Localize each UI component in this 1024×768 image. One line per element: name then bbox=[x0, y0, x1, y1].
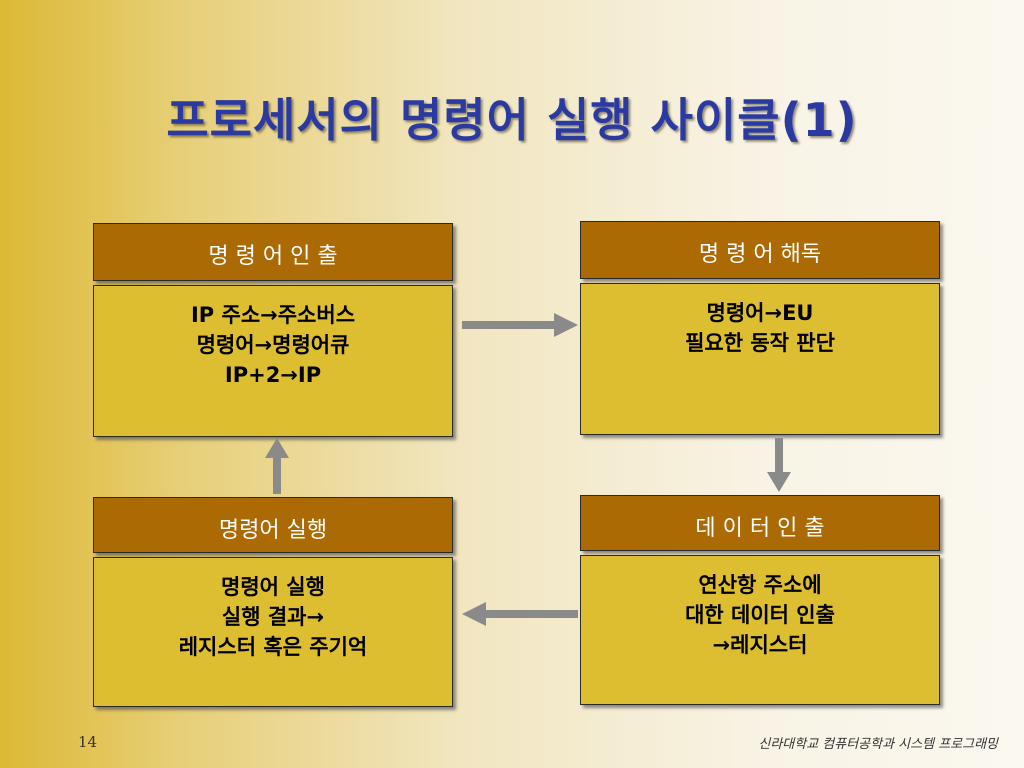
arrow-right-icon bbox=[462, 313, 578, 337]
arrow-down-icon bbox=[767, 438, 791, 492]
step-body: IP 주소→주소버스 명령어→명령어큐 IP+2→IP bbox=[93, 285, 453, 437]
step-body: 명령어→EU 필요한 동작 판단 bbox=[580, 283, 940, 435]
step-data-fetch: 데 이 터 인 출 연산항 주소에 대한 데이터 인출 →레지스터 bbox=[580, 495, 940, 705]
step-line: 명령어→명령어큐 bbox=[196, 333, 350, 357]
step-line: 명령어→EU bbox=[706, 301, 814, 325]
arrow-up-icon bbox=[265, 438, 289, 494]
step-body: 연산항 주소에 대한 데이터 인출 →레지스터 bbox=[580, 555, 940, 705]
step-line: 실행 결과→ bbox=[221, 605, 325, 629]
step-instruction-execute: 명령어 실행 명령어 실행 실행 결과→ 레지스터 혹은 주기억 bbox=[93, 497, 453, 707]
step-line: IP 주소→주소버스 bbox=[190, 303, 356, 327]
step-line: 명령어 실행 bbox=[221, 575, 325, 599]
footer-text: 신라대학교 컴퓨터공학과 시스템 프로그래밍 bbox=[758, 737, 998, 752]
step-line: 레지스터 혹은 주기억 bbox=[178, 635, 368, 659]
step-line: 연산항 주소에 bbox=[698, 573, 822, 597]
step-instruction-decode: 명 령 어 해독 명령어→EU 필요한 동작 판단 bbox=[580, 221, 940, 435]
step-line: 대한 데이터 인출 bbox=[685, 603, 835, 627]
step-header: 명 령 어 해독 bbox=[580, 221, 940, 279]
step-line: 필요한 동작 판단 bbox=[685, 331, 835, 355]
step-body: 명령어 실행 실행 결과→ 레지스터 혹은 주기억 bbox=[93, 557, 453, 707]
step-instruction-fetch: 명 령 어 인 출 IP 주소→주소버스 명령어→명령어큐 IP+2→IP bbox=[93, 223, 453, 437]
step-header: 명 령 어 인 출 bbox=[93, 223, 453, 281]
step-header: 데 이 터 인 출 bbox=[580, 495, 940, 551]
slide-title: 프로세서의 명령어 실행 사이클(1) bbox=[166, 93, 858, 147]
step-line: →레지스터 bbox=[712, 633, 808, 657]
step-header: 명령어 실행 bbox=[93, 497, 453, 553]
step-line: IP+2→IP bbox=[224, 363, 322, 387]
page-number: 14 bbox=[78, 733, 98, 751]
arrow-left-icon bbox=[462, 602, 578, 626]
